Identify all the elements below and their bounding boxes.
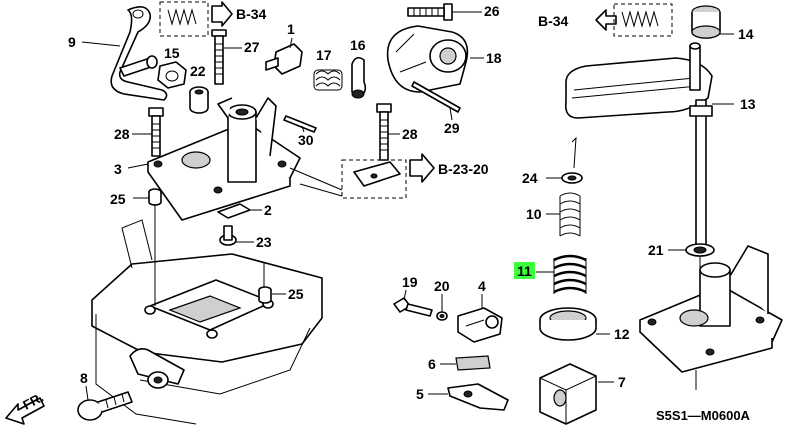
- transmission-case: [91, 204, 323, 425]
- part-28-bolt-middle: [376, 103, 392, 161]
- part-13-shift-shaft: [564, 42, 713, 251]
- part-3-shift-housing: [147, 97, 301, 221]
- part-19-bolt: [393, 297, 433, 317]
- part-29-rod: [411, 81, 461, 113]
- ref-b34-left[interactable]: B-34: [236, 6, 267, 22]
- part-20-washer: [436, 311, 448, 321]
- label-27[interactable]: 27: [244, 39, 260, 55]
- label-25-lower[interactable]: 25: [288, 286, 304, 302]
- label-21[interactable]: 21: [648, 242, 664, 258]
- label-3[interactable]: 3: [114, 161, 122, 177]
- part-17-spring: [313, 69, 343, 91]
- label-28-middle[interactable]: 28: [402, 126, 418, 142]
- part-26-bolt: [407, 3, 453, 21]
- label-7[interactable]: 7: [618, 374, 626, 390]
- part-6-spring: [455, 355, 491, 371]
- label-5[interactable]: 5: [416, 386, 424, 402]
- label-4[interactable]: 4: [478, 278, 486, 294]
- part-28-bolt-left: [148, 107, 164, 157]
- part-21-seal: [685, 243, 715, 257]
- part-16-clip: [351, 56, 367, 99]
- part-5-plate: [447, 383, 509, 411]
- diagram-code: S5S1—M0600A: [656, 408, 751, 423]
- label-26[interactable]: 26: [484, 3, 500, 19]
- part-25-bushing-upper: [148, 188, 162, 206]
- label-15[interactable]: 15: [164, 45, 180, 61]
- label-8[interactable]: 8: [80, 370, 88, 386]
- part-18-actuator: [386, 25, 469, 93]
- label-14[interactable]: 14: [738, 26, 754, 42]
- part-15-nut: [157, 61, 187, 89]
- ref-arrow-b34-left: [211, 1, 233, 27]
- label-2[interactable]: 2: [264, 202, 272, 218]
- label-22[interactable]: 22: [190, 63, 206, 79]
- ref-b2320[interactable]: B-23-20: [438, 161, 489, 177]
- part-9-lever: [110, 6, 168, 101]
- label-19[interactable]: 19: [402, 274, 418, 290]
- part-labels: 9 15 22 27 1 17 16 26 18 29 30 28 28 3 2…: [68, 3, 756, 402]
- part-10-spring: [559, 192, 581, 237]
- part-4-block: [457, 307, 503, 343]
- right-housing: [639, 245, 783, 390]
- label-25-upper[interactable]: 25: [110, 191, 126, 207]
- label-28-left[interactable]: 28: [114, 126, 130, 142]
- part-7-block: [539, 363, 597, 425]
- label-11[interactable]: 11: [517, 263, 532, 279]
- label-17[interactable]: 17: [316, 47, 332, 63]
- part-11-spring: [553, 254, 587, 294]
- label-9[interactable]: 9: [68, 34, 76, 50]
- front-direction-arrow: [5, 397, 45, 425]
- label-16[interactable]: 16: [350, 37, 366, 53]
- ref-b34-right[interactable]: B-34: [538, 13, 569, 29]
- spring-assembly-top-left: [159, 1, 233, 37]
- ref-arrow-b2320: [409, 153, 435, 183]
- part-8-bolt: [77, 391, 133, 421]
- part-1-pin: [265, 43, 303, 75]
- highlight-11: [514, 262, 535, 279]
- part-25-bushing-lower: [258, 286, 272, 304]
- bracket-b2320: [289, 153, 435, 199]
- ref-arrow-b34-right: [595, 9, 617, 31]
- label-13[interactable]: 13: [740, 96, 756, 112]
- part-12-bushing: [539, 307, 597, 341]
- part-30-pin: [283, 115, 317, 133]
- part-27-bolt: [211, 29, 227, 85]
- label-24[interactable]: 24: [522, 170, 538, 186]
- label-30[interactable]: 30: [298, 132, 314, 148]
- label-12[interactable]: 12: [614, 326, 630, 342]
- label-6[interactable]: 6: [428, 356, 436, 372]
- part-14-cap: [691, 5, 721, 39]
- part-23-bolt: [219, 225, 237, 246]
- label-1[interactable]: 1: [287, 21, 295, 37]
- label-10[interactable]: 10: [526, 206, 542, 222]
- spring-assembly-top-right: [613, 3, 673, 37]
- part-24-washer: [561, 136, 583, 184]
- label-18[interactable]: 18: [486, 50, 502, 66]
- part-22-bushing: [189, 86, 209, 114]
- label-23[interactable]: 23: [256, 234, 272, 250]
- label-20[interactable]: 20: [434, 278, 450, 294]
- label-29[interactable]: 29: [444, 120, 460, 136]
